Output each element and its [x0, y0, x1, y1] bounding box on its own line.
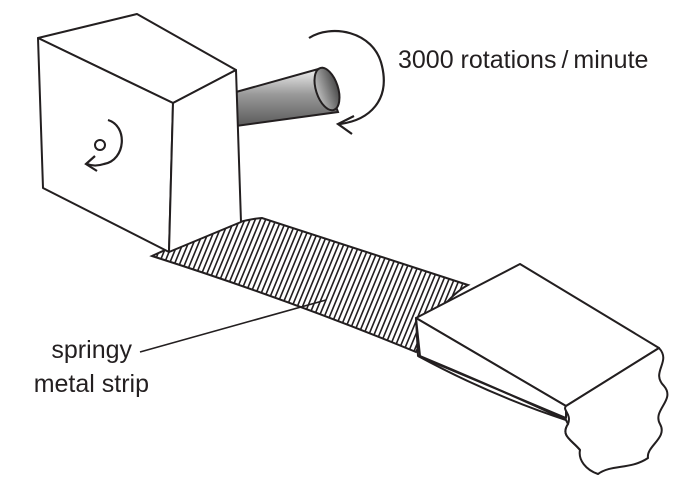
strip-label-line2: metal strip: [34, 370, 149, 398]
fixed-block-front-face: [415, 317, 567, 419]
strip-label-line1: springy: [51, 336, 132, 364]
axis-dot-icon: [94, 139, 106, 151]
fixed-block-front-side: [415, 317, 567, 421]
rotating-shaft: [235, 66, 341, 128]
motor-block: [37, 13, 242, 253]
strip-leader-line: [139, 299, 327, 353]
fixed-block-front-lower: [417, 355, 581, 451]
shaft-end: [313, 66, 341, 112]
rotation-symbol: [84, 118, 123, 172]
rotation-arrow-icon: [86, 118, 123, 167]
shaft-rotation-arrow-icon: [308, 30, 385, 135]
motor-block-side-face: [168, 69, 242, 253]
rotation-speed-label: 3000 rotations / minute: [398, 46, 648, 74]
fixed-block: [415, 263, 669, 475]
